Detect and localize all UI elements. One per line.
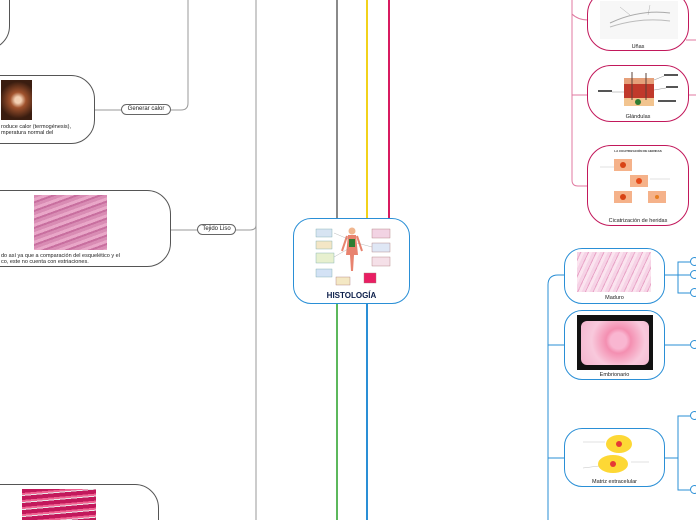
tejido-liso-node[interactable]: do así ya que a comparación del esquelét… xyxy=(0,190,171,267)
embrionario-label: Embrionario xyxy=(565,372,664,378)
smooth-muscle-image xyxy=(34,195,107,250)
nail-diagram xyxy=(600,1,678,39)
generar-calor-label[interactable]: Generar calor xyxy=(121,104,171,115)
skin-glands-diagram xyxy=(598,70,680,112)
collapsed-node-stub[interactable] xyxy=(690,411,696,420)
collapsed-node-stub[interactable] xyxy=(690,270,696,279)
generar-calor-text-2: mperatura normal del xyxy=(1,130,53,137)
skeletal-muscle-image xyxy=(22,489,96,520)
maduro-node[interactable]: Maduro xyxy=(564,248,665,304)
central-node-histologia[interactable]: HISTOLOGÍA xyxy=(293,218,410,304)
cicatrizacion-image-title: LA CICATRIZACIÓN DE HERIDAS xyxy=(588,149,688,153)
collapsed-node-stub[interactable] xyxy=(690,340,696,349)
matriz-label: Matriz extracelular xyxy=(565,479,664,485)
matriz-extracelular-node[interactable]: Matriz extracelular xyxy=(564,428,665,487)
extracellular-matrix-diagram xyxy=(583,432,649,476)
tejido-liso-text-2: co, este no cuenta con estriaciones. xyxy=(1,259,89,266)
generar-calor-node[interactable]: roduce calor (termogénesis), mperatura n… xyxy=(0,75,95,144)
unas-label: Uñas xyxy=(588,44,688,50)
collapsed-node-stub[interactable] xyxy=(690,485,696,494)
bottom-left-node[interactable] xyxy=(0,484,159,520)
collapsed-node-stub[interactable] xyxy=(690,288,696,297)
tejido-liso-label[interactable]: Tejido Liso xyxy=(197,224,236,235)
cicatrizacion-label: Cicatrización de heridas xyxy=(588,218,688,224)
unas-node[interactable]: Uñas xyxy=(587,0,689,51)
histology-illustration xyxy=(314,225,392,289)
maduro-label: Maduro xyxy=(565,295,664,301)
cicatrizacion-node[interactable]: LA CICATRIZACIÓN DE HERIDAS Cicatrizació… xyxy=(587,145,689,226)
embryonic-tissue-image xyxy=(577,315,653,370)
wound-healing-diagram xyxy=(600,155,678,211)
embrionario-node[interactable]: Embrionario xyxy=(564,310,665,380)
thermogenesis-image xyxy=(1,80,32,120)
mature-tissue-image xyxy=(577,252,651,292)
collapsed-node-stub[interactable] xyxy=(690,257,696,266)
glandulas-node[interactable]: Glándulas xyxy=(587,65,689,122)
central-title: HISTOLOGÍA xyxy=(294,291,409,300)
glandulas-label: Glándulas xyxy=(588,114,688,120)
